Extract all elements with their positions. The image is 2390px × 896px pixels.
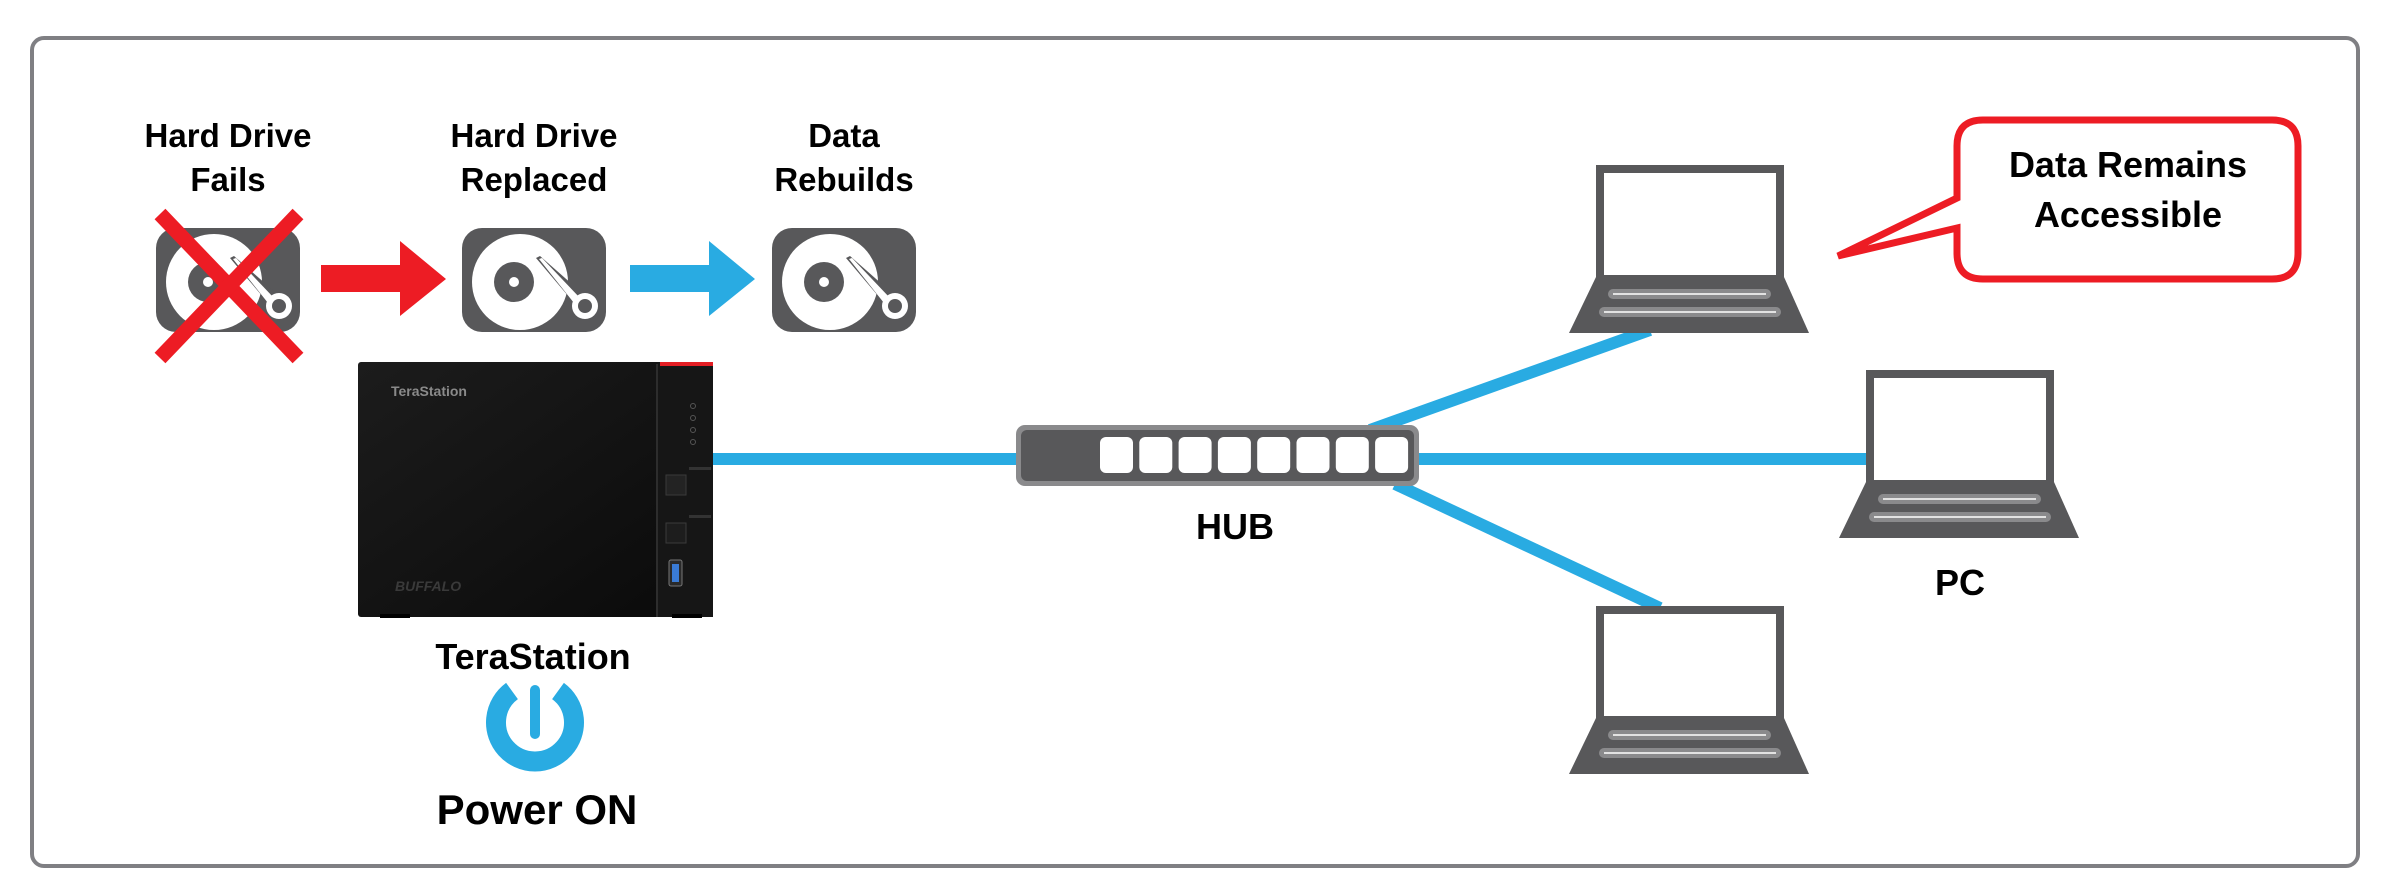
step-label-rebuild: Data Rebuilds xyxy=(774,114,913,202)
hub-port-6 xyxy=(1296,437,1330,473)
hard-drive-icon-rebuilding xyxy=(772,228,916,332)
callout-bubble xyxy=(1836,116,2302,283)
step-label-rebuild-line2: Rebuilds xyxy=(774,161,914,198)
hub-port-3 xyxy=(1178,437,1212,473)
network-hub xyxy=(1016,425,1419,486)
cable-hub-to-laptop-top xyxy=(1367,324,1653,436)
step-label-fail-line1: Hard Drive xyxy=(144,117,312,154)
nas-logo-text: BUFFALO xyxy=(395,578,461,594)
hub-port-7 xyxy=(1335,437,1369,473)
arrow-right-blue-icon xyxy=(630,241,755,316)
power-on-label: Power ON xyxy=(436,786,638,833)
laptop-top-icon xyxy=(1568,164,1810,334)
step-label-replace: Hard Drive Replaced xyxy=(451,114,618,202)
callout-line1: Data Remains xyxy=(2008,144,2248,185)
nas-brand-text: TeraStation xyxy=(391,383,467,399)
hub-port-5 xyxy=(1257,437,1291,473)
nas-function-button xyxy=(665,522,687,544)
callout-text: Data Remains Accessible xyxy=(1962,140,2294,240)
step-label-replace-line1: Hard Drive xyxy=(450,117,618,154)
cable-hub-to-laptop-bottom xyxy=(1392,478,1663,614)
laptop-middle-icon xyxy=(1838,369,2080,539)
red-x-icon xyxy=(154,208,304,364)
laptop-bottom-icon xyxy=(1568,605,1810,775)
pc-label: PC xyxy=(1934,562,1986,603)
diagram-frame xyxy=(30,36,2360,868)
arrow-right-red-icon xyxy=(321,241,446,316)
terastation-label: TeraStation xyxy=(435,636,631,677)
hub-port-8 xyxy=(1375,437,1409,473)
nas-power-button xyxy=(665,474,687,496)
hub-port-2 xyxy=(1139,437,1173,473)
hub-label: HUB xyxy=(1196,506,1274,547)
hard-drive-icon-replaced xyxy=(462,228,606,332)
step-label-rebuild-line1: Data xyxy=(808,117,880,154)
hub-port-1 xyxy=(1100,437,1133,473)
step-label-fail: Hard Drive Fails xyxy=(145,114,312,202)
step-label-fail-line2: Fails xyxy=(190,161,266,198)
callout-line2: Accessible xyxy=(2033,194,2223,235)
hub-port-4 xyxy=(1217,437,1251,473)
terastation-device: TeraStation BUFFALO xyxy=(358,362,713,618)
step-label-replace-line2: Replaced xyxy=(460,161,608,198)
power-icon xyxy=(486,682,584,772)
